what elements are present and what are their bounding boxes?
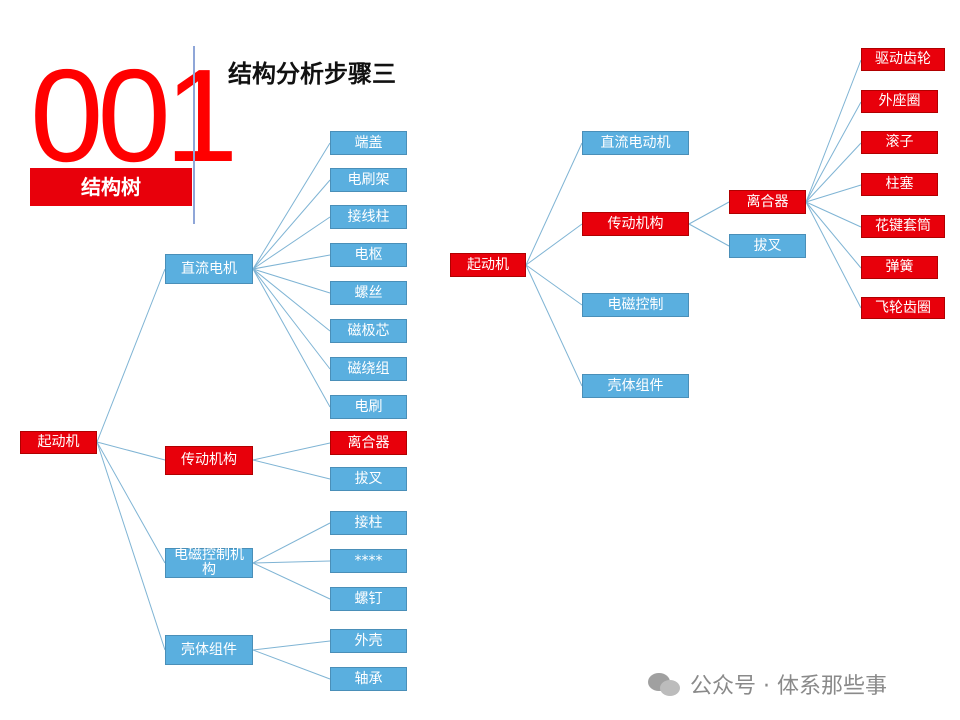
right-group-node: 电磁控制 xyxy=(582,293,689,317)
right-sub-node: 离合器 xyxy=(729,190,806,214)
left-leaf-node: 拔叉 xyxy=(330,467,407,491)
right-leaf-node: 柱塞 xyxy=(861,173,938,196)
left-leaf-node: 磁绕组 xyxy=(330,357,407,381)
left-leaf-node: 电刷架 xyxy=(330,168,407,192)
watermark-text: 公众号 · 体系那些事 xyxy=(690,674,887,699)
connector xyxy=(96,441,166,564)
connector xyxy=(525,264,583,306)
right-leaf-node: 弹簧 xyxy=(861,256,938,279)
connector xyxy=(805,142,862,203)
connector xyxy=(252,522,331,564)
connector xyxy=(252,254,331,270)
divider-line xyxy=(193,46,195,224)
connector xyxy=(252,640,331,651)
connector xyxy=(252,649,331,680)
left-leaf-node: 接线柱 xyxy=(330,205,407,229)
left-leaf-node: 端盖 xyxy=(330,131,407,155)
connector xyxy=(252,268,331,332)
connector xyxy=(805,184,862,203)
right-group-node: 壳体组件 xyxy=(582,374,689,398)
connector xyxy=(688,201,730,225)
page-title: 结构分析步骤三 xyxy=(228,60,396,88)
connector xyxy=(525,142,583,266)
section-tag: 结构树 xyxy=(30,168,192,206)
connector xyxy=(252,268,331,370)
connector xyxy=(805,201,862,228)
left-leaf-node: 电枢 xyxy=(330,243,407,267)
right-leaf-node: 外座圈 xyxy=(861,90,938,113)
right-leaf-node: 驱动齿轮 xyxy=(861,48,945,71)
connector xyxy=(252,142,331,270)
connector xyxy=(96,441,166,461)
left-leaf-node: 磁极芯 xyxy=(330,319,407,343)
left-group-node: 壳体组件 xyxy=(165,635,253,665)
connector xyxy=(805,201,862,269)
connector xyxy=(96,268,166,443)
connector xyxy=(252,216,331,270)
right-root-node: 起动机 xyxy=(450,253,526,277)
right-leaf-node: 滚子 xyxy=(861,131,938,154)
left-leaf-node: **** xyxy=(330,549,407,573)
left-leaf-node: 螺钉 xyxy=(330,587,407,611)
right-leaf-node: 飞轮齿圈 xyxy=(861,297,945,319)
connector xyxy=(252,268,331,294)
right-group-node: 直流电动机 xyxy=(582,131,689,155)
connector xyxy=(805,59,862,203)
connector xyxy=(252,459,331,480)
left-group-node: 直流电机 xyxy=(165,254,253,284)
left-group-node: 电磁控制机构 xyxy=(165,548,253,578)
connector xyxy=(96,441,166,651)
connector xyxy=(252,562,331,600)
right-leaf-node: 花键套筒 xyxy=(861,215,945,238)
left-leaf-node: 螺丝 xyxy=(330,281,407,305)
connector xyxy=(252,560,331,564)
connector xyxy=(805,101,862,203)
connector xyxy=(252,268,331,408)
left-leaf-node: 离合器 xyxy=(330,431,407,455)
left-leaf-node: 接柱 xyxy=(330,511,407,535)
wechat-icon xyxy=(648,671,682,697)
right-sub-node: 拔叉 xyxy=(729,234,806,258)
connector xyxy=(252,442,331,461)
right-group-node: 传动机构 xyxy=(582,212,689,236)
section-number: 001 xyxy=(30,42,238,189)
connector xyxy=(525,264,583,387)
connector xyxy=(525,223,583,266)
watermark: 公众号 · 体系那些事 xyxy=(648,668,887,700)
left-leaf-node: 轴承 xyxy=(330,667,407,691)
connector xyxy=(805,201,862,309)
left-root-node: 起动机 xyxy=(20,431,97,454)
left-leaf-node: 电刷 xyxy=(330,395,407,419)
left-leaf-node: 外壳 xyxy=(330,629,407,653)
connector xyxy=(688,223,730,247)
left-group-node: 传动机构 xyxy=(165,446,253,475)
connector xyxy=(252,179,331,270)
